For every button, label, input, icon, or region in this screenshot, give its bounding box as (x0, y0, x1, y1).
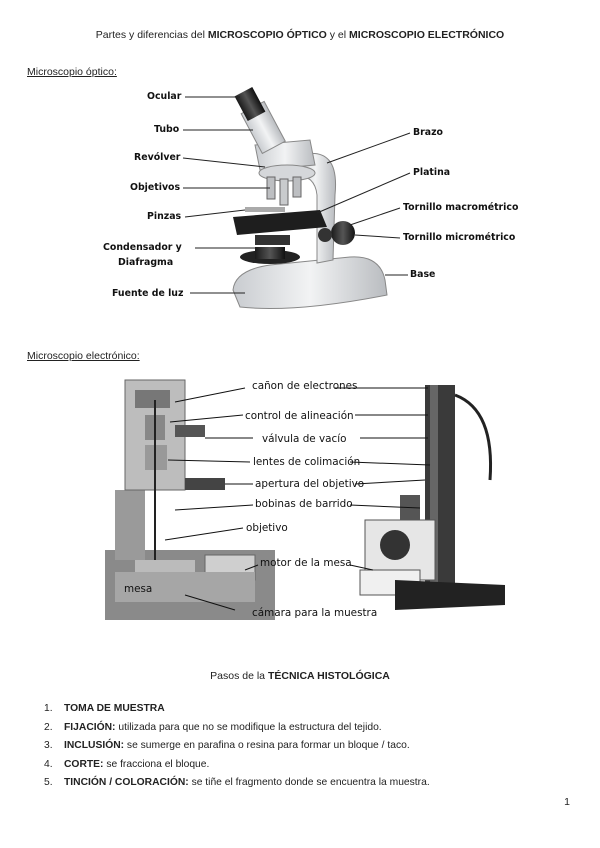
label-pinzas: Pinzas (147, 211, 182, 222)
page-number: 1 (564, 796, 570, 808)
label-platina: Platina (413, 167, 451, 178)
electron-microscope-figure (105, 379, 505, 620)
step-term: TINCIÓN / COLORACIÓN: (64, 777, 189, 789)
label-mesa: mesa (124, 583, 153, 595)
label-brazo: Brazo (413, 127, 443, 138)
histology-steps-list: 1. TOMA DE MUESTRA 2. FIJACIÓN: utilizada … (44, 700, 430, 793)
label-fuente: Fuente de luz (112, 288, 184, 299)
label-revolver: Revólver (134, 152, 181, 163)
label-objetivos: Objetivos (130, 182, 181, 193)
electron-section-label: Microscopio electrónico: (27, 350, 140, 362)
optical-microscope-figure (182, 86, 411, 309)
label-canon: cañon de electrones (252, 380, 358, 392)
step-term: INCLUSIÓN: (64, 740, 125, 752)
step-term: CORTE: (64, 758, 104, 770)
label-base: Base (410, 269, 436, 280)
label-micro: Tornillo micrométrico (403, 232, 516, 243)
step-desc: se sumerge en parafina o resina para for… (124, 740, 410, 752)
optical-leader-lines (182, 96, 411, 294)
title-middle: y el (326, 29, 350, 41)
label-camara: cámara para la muestra (252, 607, 378, 619)
label-condensador-1: Condensador y (103, 242, 182, 253)
histology-title-prefix: Pasos de la (210, 670, 268, 682)
electron-leader-lines (164, 387, 431, 611)
electron-schematic-drawing (105, 379, 275, 620)
step-desc: utilizada para que no se modifique la es… (115, 721, 382, 733)
label-apertura: apertura del objetivo (255, 478, 365, 490)
label-bobinas: bobinas de barrido (255, 498, 353, 510)
histology-title: Pasos de la TÉCNICA HISTOLÓGICA (0, 670, 600, 682)
label-motor: motor de la mesa (260, 557, 352, 569)
label-ocular: Ocular (147, 91, 182, 102)
histology-title-bold: TÉCNICA HISTOLÓGICA (267, 670, 390, 682)
optical-section-label: Microscopio óptico: (27, 66, 117, 78)
page-title: Partes y diferencias del MICROSCOPIO ÓPT… (0, 29, 600, 41)
title-prefix: Partes y diferencias del (95, 29, 208, 41)
step-number: 1. (44, 703, 53, 714)
list-item: 4. CORTE: se fracciona el bloque. (44, 756, 430, 775)
step-term: FIJACIÓN: (64, 721, 116, 733)
label-lentes: lentes de colimación (253, 456, 361, 468)
step-number: 3. (44, 740, 53, 752)
title-bold-electron: MICROSCOPIO ELECTRÓNICO (349, 29, 505, 41)
step-desc: se fracciona el bloque. (103, 758, 210, 770)
step-number: 4. (44, 758, 53, 770)
list-item: 2. FIJACIÓN: utilizada para que no se mod… (44, 719, 430, 738)
list-item: 1. TOMA DE MUESTRA (44, 700, 430, 719)
label-macro: Tornillo macrométrico (403, 202, 519, 213)
list-item: 3. INCLUSIÓN: se sumerge en parafina o re… (44, 737, 430, 756)
step-number: 5. (44, 777, 53, 789)
label-condensador-2: Diafragma (118, 257, 174, 268)
step-term: TOMA DE MUESTRA (64, 703, 165, 714)
optical-microscope-drawing (232, 86, 388, 309)
label-control: control de alineación (245, 410, 354, 422)
step-desc: se tiñe el fragmento donde se encuentra … (188, 777, 430, 789)
step-number: 2. (44, 721, 53, 733)
title-bold-optical: MICROSCOPIO ÓPTICO (207, 29, 327, 41)
electron-photo-drawing (359, 385, 505, 610)
label-tubo: Tubo (154, 124, 180, 135)
list-item: 5. TINCIÓN / COLORACIÓN: se tiñe el fragm… (44, 774, 430, 793)
label-valvula: válvula de vacío (262, 433, 347, 445)
label-objetivo: objetivo (246, 522, 288, 534)
